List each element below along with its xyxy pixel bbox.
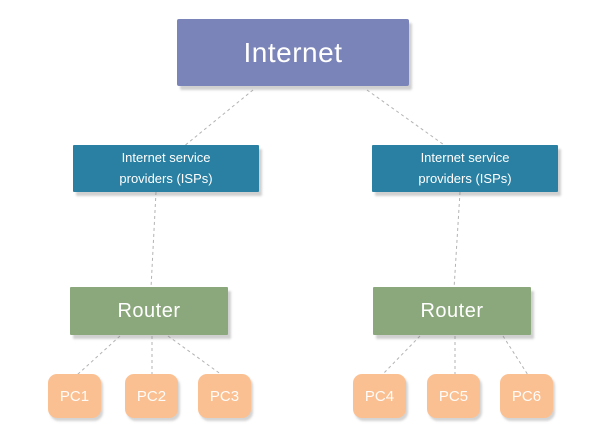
- connector-internet-isp-2: [366, 89, 448, 148]
- node-router-right: Router: [373, 287, 531, 335]
- node-pc1-label: PC1: [59, 387, 90, 405]
- connector-internet-isp-1: [182, 89, 254, 148]
- node-isp-left-label: Internet service providers (ISPs): [119, 150, 213, 186]
- connector-router-2-pc4: [381, 335, 421, 376]
- node-pc1: PC1: [48, 374, 101, 418]
- node-router-right-label: Router: [420, 299, 484, 322]
- node-router-left-label: Router: [117, 299, 181, 322]
- connector-isp-2-router-2: [453, 191, 461, 290]
- connector-router-1-pc1: [76, 335, 121, 376]
- node-isp-right-label: Internet service providers (ISPs): [418, 150, 512, 186]
- node-isp-right: Internet service providers (ISPs): [372, 145, 558, 192]
- node-pc6: PC6: [500, 374, 553, 418]
- node-pc3: PC3: [198, 374, 251, 418]
- node-internet: Internet: [177, 19, 409, 86]
- node-pc6-label: PC6: [511, 387, 542, 405]
- node-pc2-label: PC2: [136, 387, 167, 405]
- connector-isp-1-router-1: [150, 191, 157, 289]
- node-internet-label: Internet: [243, 36, 343, 68]
- node-pc4-label: PC4: [364, 387, 395, 405]
- connector-router-1-pc3: [167, 335, 223, 376]
- connector-router-2-pc6: [502, 335, 529, 376]
- node-isp-left: Internet service providers (ISPs): [73, 145, 259, 192]
- node-router-left: Router: [70, 287, 228, 335]
- node-pc3-label: PC3: [209, 387, 240, 405]
- node-pc5: PC5: [427, 374, 480, 418]
- node-pc5-label: PC5: [438, 387, 469, 405]
- node-pc2: PC2: [125, 374, 178, 418]
- node-pc4: PC4: [353, 374, 406, 418]
